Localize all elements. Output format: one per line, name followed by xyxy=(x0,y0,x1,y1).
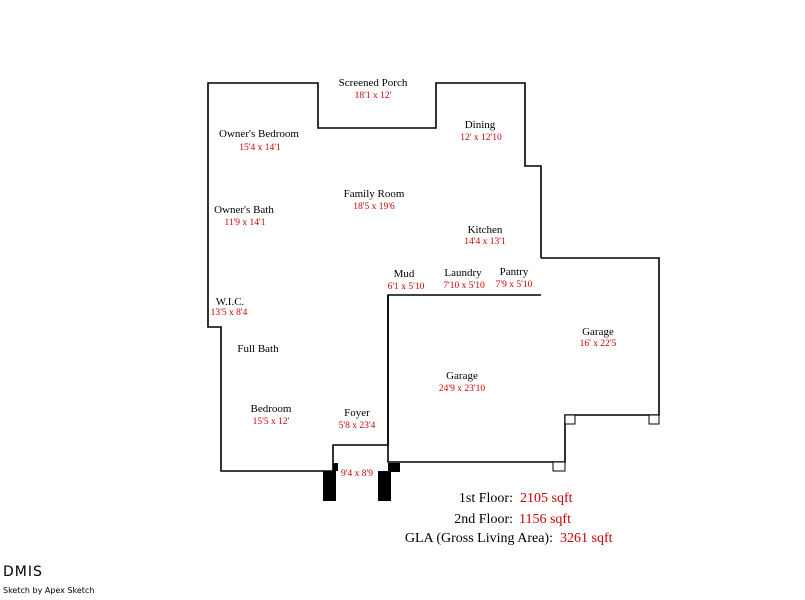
sketch-credit: Sketch by Apex Sketch xyxy=(3,586,95,595)
garage-post-mid xyxy=(564,414,576,425)
room-dim-kitchen: 14'4 x 13'1 xyxy=(464,237,506,247)
room-name-owners-bath: Owner's Bath xyxy=(214,204,274,216)
room-dim-pantry: 7'9 x 5'10 xyxy=(496,280,533,290)
summary-second-floor-label: 2nd Floor: xyxy=(454,512,513,527)
room-name-kitchen: Kitchen xyxy=(468,224,503,236)
entry-column-right-cap xyxy=(388,463,400,472)
room-dim-garage-main: 24'9 x 23'10 xyxy=(439,384,485,394)
room-name-pantry: Pantry xyxy=(500,266,529,278)
room-dim-owners-bedroom: 15'4 x 14'1 xyxy=(239,143,281,153)
summary-gla-label: GLA (Gross Living Area): xyxy=(405,531,553,546)
room-name-dining: Dining xyxy=(465,119,496,131)
room-dim-garage-right: 16' x 22'5 xyxy=(580,339,617,349)
summary-gla-value: 3261 sqft xyxy=(560,531,613,546)
room-dim-bedroom: 15'5 x 12' xyxy=(253,417,290,427)
room-name-screened-porch: Screened Porch xyxy=(339,77,408,89)
room-dim-screened-porch: 18'1 x 12' xyxy=(355,91,392,101)
room-name-foyer: Foyer xyxy=(344,407,370,419)
room-dim-foyer: 5'8 x 23'4 xyxy=(339,421,376,431)
room-name-mud: Mud xyxy=(394,268,415,280)
entry-column-left-cap xyxy=(333,463,338,471)
room-dim-laundry: 7'10 x 5'10 xyxy=(443,281,485,291)
room-name-garage-main: Garage xyxy=(446,370,478,382)
room-dim-wic: 13'5 x 8'4 xyxy=(211,308,248,318)
room-name-bedroom: Bedroom xyxy=(251,403,292,415)
room-name-garage-right: Garage xyxy=(582,326,614,338)
summary-first-floor-value: 2105 sqft xyxy=(520,491,573,506)
room-name-full-bath: Full Bath xyxy=(237,343,279,355)
garage-post-right xyxy=(648,414,660,425)
room-name-wic: W.I.C. xyxy=(216,296,245,308)
room-dim-mud: 6'1 x 5'10 xyxy=(388,282,425,292)
entry-column-right xyxy=(378,471,391,501)
summary-second-floor-value: 1156 sqft xyxy=(519,512,571,527)
room-name-family-room: Family Room xyxy=(344,188,405,200)
room-dim-owners-bath: 11'9 x 14'1 xyxy=(224,218,265,228)
entry-column-left xyxy=(323,471,336,501)
room-dim-family-room: 18'5 x 19'6 xyxy=(353,202,395,212)
house-outline xyxy=(207,82,542,472)
room-name-laundry: Laundry xyxy=(444,267,482,279)
room-dim-dining: 12' x 12'10 xyxy=(460,133,502,143)
summary-first-floor-label: 1st Floor: xyxy=(459,491,513,506)
garage-post-left xyxy=(552,461,566,472)
room-name-owners-bedroom: Owner's Bedroom xyxy=(219,128,299,140)
dmis-logo: DMIS xyxy=(3,564,43,580)
room-dim-entry: 9'4 x 8'9 xyxy=(341,469,373,479)
